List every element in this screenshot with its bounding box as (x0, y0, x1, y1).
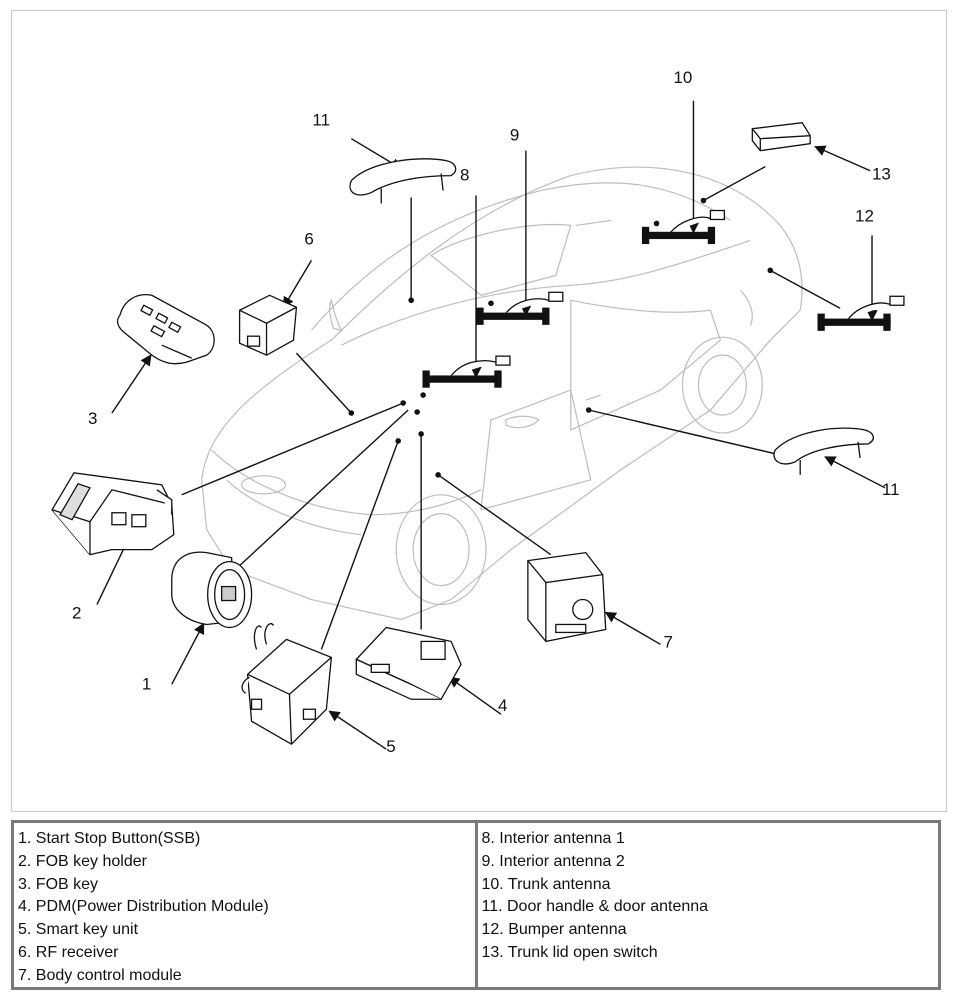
car-outline (201, 166, 803, 621)
pdm-drawing (355, 626, 462, 701)
door-handle-right-drawing (773, 427, 874, 475)
legend-table: 1. Start Stop Button(SSB) 2. FOB key hol… (11, 820, 941, 990)
callout-7: 7 (664, 632, 673, 651)
leader-lines (96, 100, 886, 750)
callout-4: 4 (498, 696, 507, 715)
callout-3: 3 (88, 409, 97, 428)
rf-receiver-drawing (238, 294, 298, 356)
legend-item-9: 9. Interior antenna 2 (481, 852, 625, 870)
legend-item-7: 7. Body control module (18, 966, 182, 984)
interior-antenna-1-drawing (422, 355, 511, 388)
legend-column-left: 1. Start Stop Button(SSB) 2. FOB key hol… (14, 823, 475, 987)
legend-item-11: 11. Door handle & door antenna (481, 898, 709, 916)
callout-11-right: 11 (882, 480, 900, 499)
legend-item-3: 3. FOB key (18, 875, 99, 893)
trunk-lid-switch-drawing (751, 122, 811, 152)
callout-10: 10 (674, 68, 693, 87)
legend-item-12: 12. Bumper antenna (481, 921, 627, 939)
legend-item-1: 1. Start Stop Button(SSB) (18, 830, 201, 847)
legend-column-right: 8. Interior antenna 1 9. Interior antenn… (474, 823, 939, 987)
callout-12: 12 (855, 206, 874, 225)
legend-item-2: 2. FOB key holder (18, 852, 147, 870)
callout-1: 1 (142, 674, 151, 693)
callout-13: 13 (872, 165, 891, 184)
legend-item-5: 5. Smart key unit (18, 921, 139, 939)
callout-9: 9 (510, 126, 519, 145)
fob-key-drawing (116, 294, 215, 365)
callout-11-top: 11 (312, 111, 330, 130)
trunk-antenna-drawing (641, 209, 726, 245)
callout-numbers: 1 2 3 4 5 6 7 8 9 10 11 11 12 13 (72, 68, 900, 756)
callout-6: 6 (304, 229, 313, 248)
legend-item-6: 6. RF receiver (18, 943, 119, 961)
legend-item-4: 4. PDM(Power Distribution Module) (18, 898, 269, 916)
callout-5: 5 (386, 737, 395, 756)
start-stop-button-drawing (171, 551, 253, 629)
door-handle-top-drawing (349, 158, 457, 204)
body-control-module-drawing (527, 551, 607, 643)
fob-key-holder-drawing (51, 472, 175, 556)
callout-8: 8 (460, 166, 469, 185)
antenna-drawings (422, 209, 905, 388)
legend-item-8: 8. Interior antenna 1 (481, 830, 625, 847)
bumper-antenna-drawing (817, 295, 905, 331)
component-location-diagram: 1 2 3 4 5 6 7 8 9 10 11 11 12 13 (11, 10, 947, 812)
callout-2: 2 (72, 603, 81, 622)
interior-antenna-2-drawing (476, 291, 564, 325)
legend-item-10: 10. Trunk antenna (481, 875, 611, 893)
locator-dots (348, 197, 774, 478)
legend-item-13: 13. Trunk lid open switch (481, 943, 658, 961)
smart-key-unit-drawing (241, 623, 333, 745)
